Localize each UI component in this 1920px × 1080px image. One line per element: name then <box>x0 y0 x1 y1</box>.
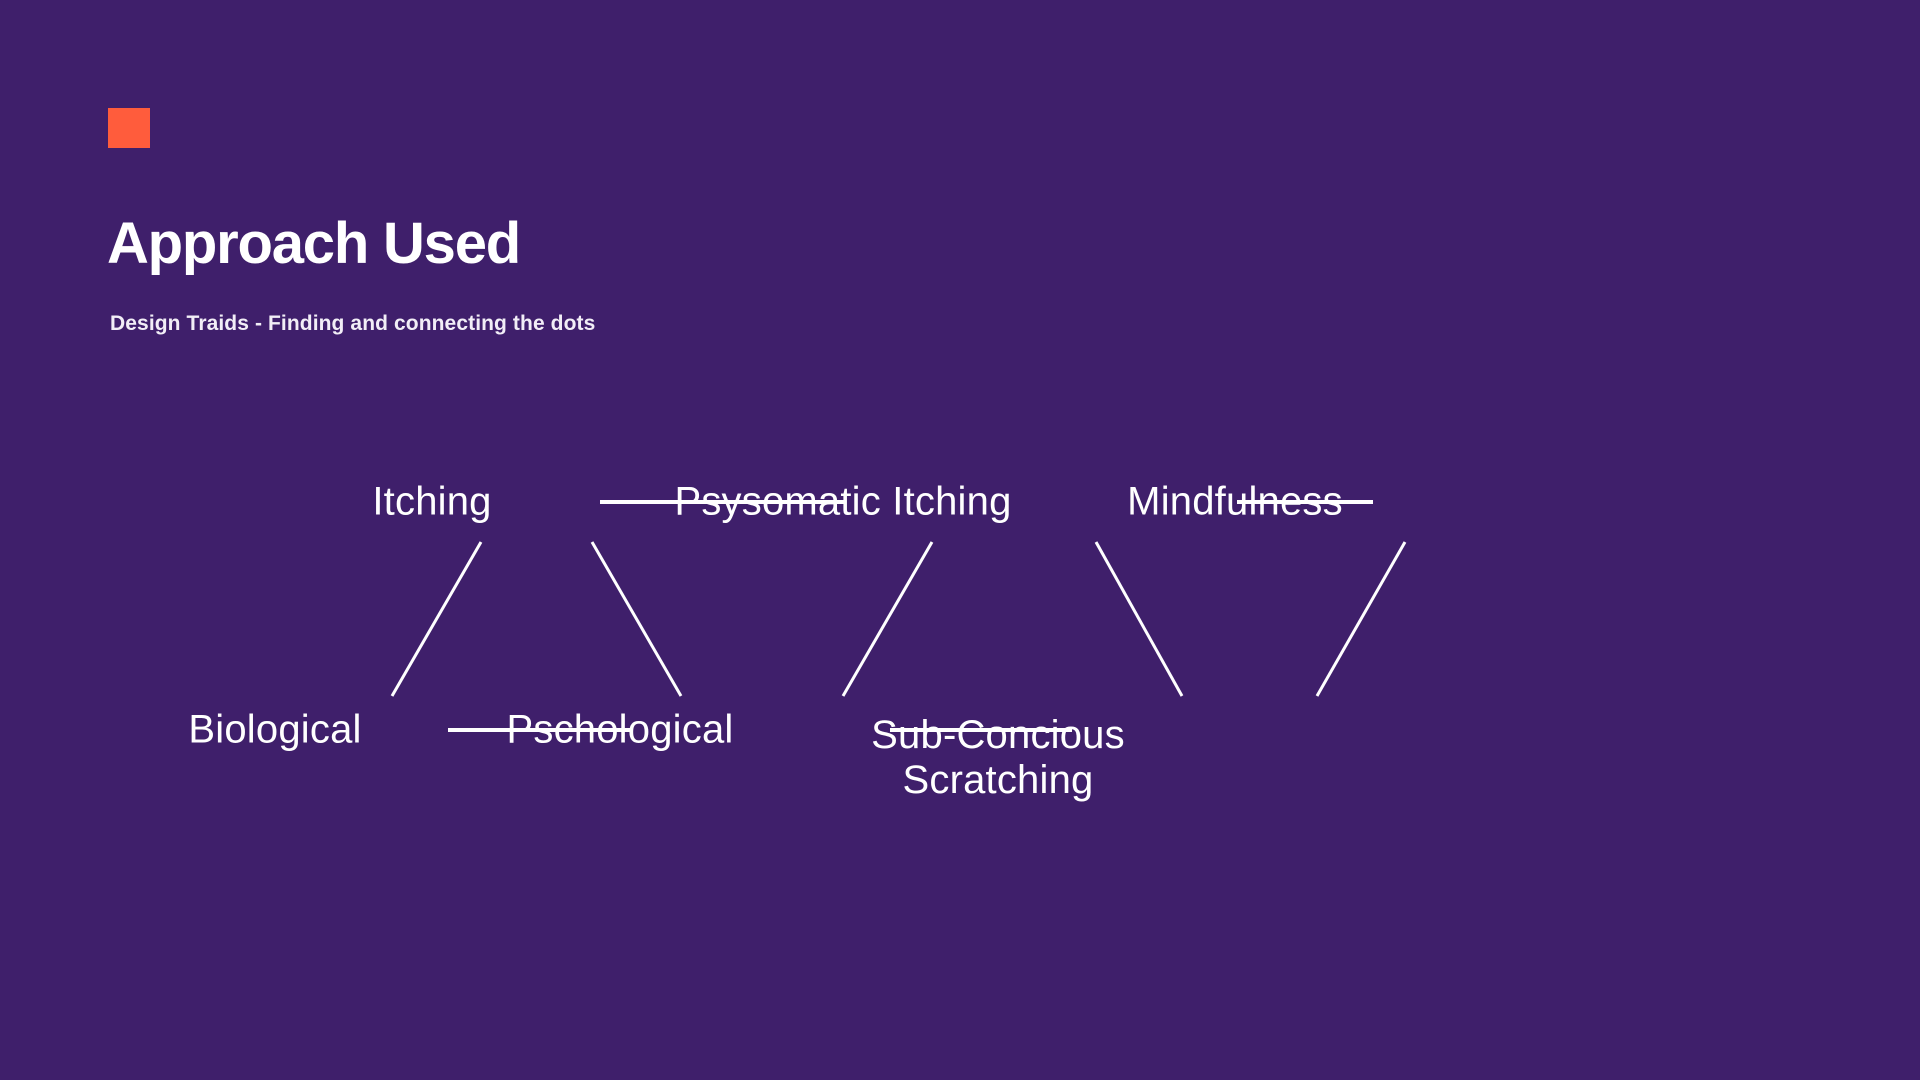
diagram-node-pschological[interactable]: Pschological <box>506 707 734 752</box>
accent-square-decoration <box>108 108 150 148</box>
page-subtitle: Design Traids - Finding and connecting t… <box>110 312 596 335</box>
diagram-node-itching[interactable]: Itching <box>372 479 492 524</box>
diagram-node-psysomatic[interactable]: Psysomatic Itching <box>674 479 1012 524</box>
diagram-node-biological[interactable]: Biological <box>188 707 362 752</box>
diagram-node-mindfulness[interactable]: Mindfulness <box>1127 479 1343 524</box>
diagram-edge-mindfulness-to-subconcious <box>1315 541 1407 697</box>
diagram-node-subconcious[interactable]: Sub-Concious Scratching <box>871 713 1125 802</box>
diagram-edge-psysomatic-to-subconcious <box>1094 541 1184 697</box>
diagram-edge-itching-to-biological <box>390 541 483 697</box>
diagram-edge-psysomatic-to-pschological <box>841 541 934 697</box>
page-title: Approach Used <box>107 211 521 276</box>
diagram-edge-itching-to-pschological <box>590 541 683 697</box>
